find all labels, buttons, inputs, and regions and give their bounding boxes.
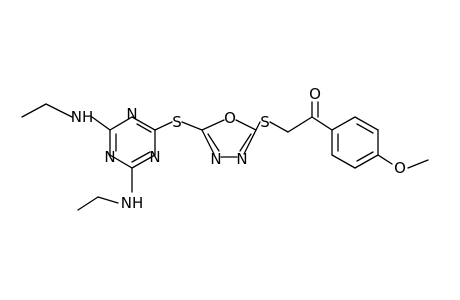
sulfur-left-label: S (172, 113, 182, 131)
bond (356, 151, 374, 162)
bond (255, 121, 261, 131)
bond (331, 116, 356, 131)
bond (377, 154, 393, 165)
nh-bottom-label: NH (121, 194, 144, 212)
bond (45, 103, 73, 118)
triazine-n-top-label: N (126, 105, 137, 123)
bond (235, 119, 257, 131)
bond (154, 121, 173, 131)
bond (407, 159, 429, 169)
bond (131, 154, 156, 169)
bond (109, 154, 133, 169)
nh-top-label: NH (71, 108, 94, 126)
bonds (21, 101, 429, 211)
carbonyl-o-label: O (309, 85, 321, 103)
bond (131, 116, 156, 131)
bond (356, 123, 374, 134)
bond (243, 129, 257, 155)
bond (21, 103, 47, 118)
bond (311, 116, 333, 131)
oxadiazole-o-label: O (224, 109, 236, 127)
bond (354, 154, 379, 169)
methoxy-o-label: O (394, 159, 406, 177)
bond (354, 116, 379, 131)
bond (239, 133, 252, 152)
bond (136, 123, 152, 133)
sulfur-right-label: S (260, 113, 270, 131)
triazine-n-right-label: N (149, 148, 160, 166)
bond (201, 119, 225, 131)
bond (77, 196, 99, 211)
bond (131, 151, 151, 163)
bond (181, 121, 203, 131)
bond (287, 116, 313, 133)
bond (201, 129, 215, 155)
bond (91, 116, 111, 131)
oxadiazole-n-left-label: N (210, 150, 221, 168)
oxadiazole-n-right-label: N (236, 150, 247, 168)
triazine-n-left-label: N (104, 148, 115, 166)
bond (109, 116, 133, 131)
bond (269, 121, 289, 133)
atom-labels: NH N N N NH S O N N S O O (71, 85, 406, 212)
bond (331, 154, 356, 169)
bond (207, 133, 220, 152)
bond (97, 196, 119, 204)
